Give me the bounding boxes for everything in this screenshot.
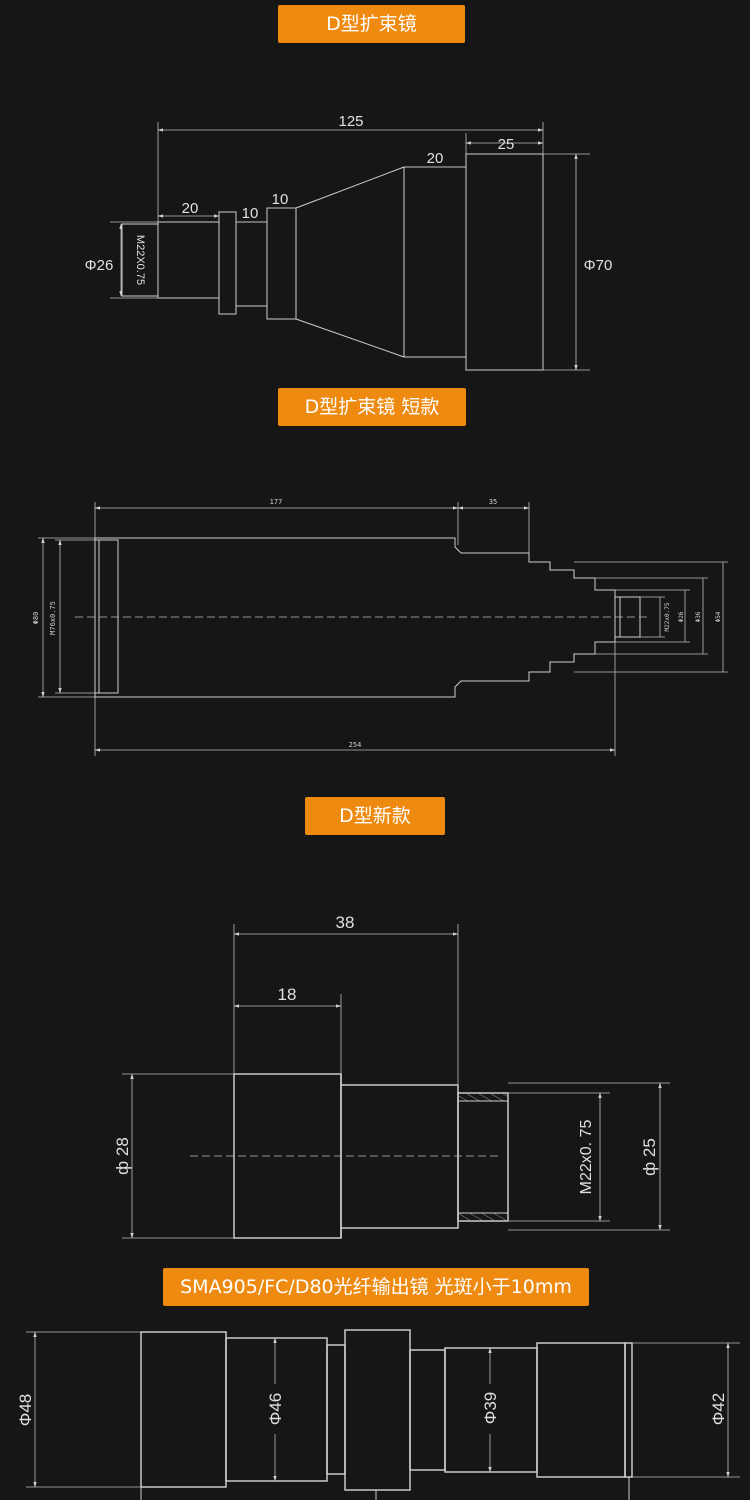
dim-diameter-46: Φ46 bbox=[266, 1393, 285, 1425]
dim-diameter-39: Φ39 bbox=[481, 1392, 500, 1424]
dim-top-length: 177 bbox=[270, 498, 283, 506]
lock-ring bbox=[218, 211, 237, 315]
dim-thread-spec: M22X0.75 bbox=[134, 235, 146, 285]
dim-total-length: 254 bbox=[349, 741, 362, 749]
dim-diameter-28: ф 28 bbox=[113, 1137, 132, 1175]
drawing-d-type-expander: 125 25 20 20 10 10 Φ26 M22X0.75 Φ70 bbox=[85, 113, 613, 371]
drawing-d-type-new: 38 18 ф 28 M22x0. 75 ф 25 bbox=[113, 913, 670, 1239]
cone bbox=[295, 166, 405, 358]
dim-diameter-26: Φ26 bbox=[678, 611, 685, 622]
dim-small-thread: M22x0.75 bbox=[664, 602, 671, 631]
dim-collar-length: 10 bbox=[272, 191, 289, 208]
dim-diameter-25: ф 25 bbox=[640, 1138, 659, 1176]
thread-section bbox=[457, 1092, 509, 1222]
threaded-barrel bbox=[157, 221, 220, 299]
dim-thread-m22: M22x0. 75 bbox=[578, 1120, 595, 1195]
dim-thread-diameter: Φ26 bbox=[85, 257, 114, 274]
section-title-d-type-expander: D型扩束镜 bbox=[278, 5, 465, 43]
drawing-fiber-output-lens: Φ48 Φ46 Φ39 Φ42 bbox=[16, 1329, 740, 1500]
dim-total-38: 38 bbox=[336, 913, 355, 932]
front-thread-ring bbox=[94, 539, 119, 694]
segment-5 bbox=[536, 1342, 626, 1478]
dim-diameter-42: Φ42 bbox=[709, 1393, 728, 1425]
section-title-d-type-new: D型新款 bbox=[305, 797, 445, 835]
dim-rear-length: 25 bbox=[498, 136, 515, 153]
dim-outer-diameter: Φ80 bbox=[32, 612, 40, 625]
dim-diameter-48: Φ48 bbox=[16, 1394, 35, 1426]
drawing-d-type-expander-short: 177 35 254 Φ80 M76x0.75 M22x0.75 Φ26 Φ36… bbox=[32, 498, 728, 756]
dim-overall-length: 125 bbox=[338, 113, 363, 130]
dim-head-18: 18 bbox=[278, 985, 297, 1004]
segment-3 bbox=[344, 1329, 411, 1491]
dim-cone-length: 20 bbox=[427, 150, 444, 167]
neck bbox=[235, 221, 268, 307]
body-section bbox=[340, 1084, 459, 1229]
short-body-outline bbox=[94, 537, 616, 698]
rear-housing bbox=[465, 153, 544, 371]
dim-inner-thread: M76x0.75 bbox=[49, 601, 57, 635]
dim-thread-length: 20 bbox=[182, 200, 199, 217]
section-title-d-type-expander-short: D型扩束镜 短款 bbox=[278, 388, 466, 426]
dim-diameter-54: Φ54 bbox=[715, 611, 722, 622]
section-title-fiber-output-lens: SMA905/FC/D80光纤输出镜 光斑小于10mm bbox=[163, 1268, 589, 1306]
dim-diameter-36: Φ36 bbox=[695, 611, 702, 622]
dim-neck-length: 10 bbox=[242, 205, 259, 222]
dim-body-diameter: Φ70 bbox=[584, 257, 613, 274]
collar bbox=[266, 207, 297, 320]
dim-step-length: 35 bbox=[489, 498, 497, 506]
cone-housing bbox=[403, 166, 467, 358]
segment-1 bbox=[140, 1331, 227, 1488]
